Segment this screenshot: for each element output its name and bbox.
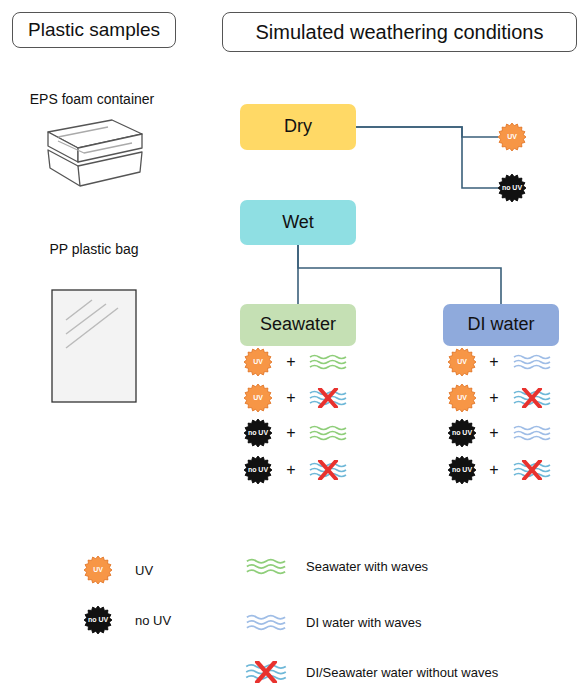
legend-text: no UV (135, 613, 171, 628)
legend-symbol-text: UV (93, 566, 103, 574)
legend-samples (84, 556, 286, 682)
uv-symbol: UV (244, 348, 272, 376)
condition-box: Wet (240, 200, 356, 245)
plus-sign: + (286, 461, 295, 479)
no-uv-symbol: no UV (244, 419, 272, 447)
connector (356, 127, 498, 188)
sample-label: PP plastic bag (49, 242, 138, 257)
no-uv-symbol: no UV (448, 419, 476, 447)
no-uv-symbol: no UV (244, 456, 272, 484)
legend-text: DI/Seawater water without waves (306, 665, 498, 680)
connector (298, 245, 501, 304)
uv-symbol: UV (448, 384, 476, 412)
uv-symbol: UV (498, 123, 526, 151)
condition-box: Dry (240, 104, 356, 150)
uv-symbol: UV (448, 348, 476, 376)
legend-text: DI water with waves (306, 615, 422, 630)
plus-sign: + (286, 389, 295, 407)
heading-box: Plastic samples (12, 12, 176, 48)
heading-box: Simulated weathering conditions (222, 12, 577, 52)
node-text: Simulated weathering conditions (256, 21, 544, 43)
legend-text: UV (135, 563, 153, 578)
water-icons (310, 356, 550, 480)
plus-sign: + (489, 353, 498, 371)
node-text: UV (253, 358, 263, 366)
legend-text: Seawater with waves (306, 559, 428, 574)
node-text: UV (507, 133, 517, 141)
plastic-bag (52, 290, 136, 402)
node-text: no UV (452, 466, 472, 474)
foam-container (48, 120, 142, 186)
node-text: Seawater (260, 315, 336, 335)
condition-box: DI water (443, 304, 559, 346)
node-text: Dry (284, 117, 312, 137)
sample-label: EPS foam container (30, 92, 155, 107)
node-text: no UV (248, 429, 268, 437)
condition-box: Seawater (240, 304, 356, 346)
node-text: Wet (282, 213, 314, 233)
connector (356, 127, 498, 137)
no-uv-symbol: no UV (448, 456, 476, 484)
node-text: DI water (467, 315, 534, 335)
plus-sign: + (489, 424, 498, 442)
node-text: no UV (452, 429, 472, 437)
node-text: UV (457, 394, 467, 402)
plus-sign: + (286, 353, 295, 371)
no-uv-symbol: no UV (498, 174, 526, 202)
node-text: UV (457, 358, 467, 366)
plus-sign: + (286, 424, 295, 442)
plus-sign: + (489, 461, 498, 479)
plus-sign: + (489, 389, 498, 407)
node-text: Plastic samples (28, 20, 160, 41)
node-text: no UV (502, 184, 522, 192)
uv-symbol: UV (244, 384, 272, 412)
node-text: no UV (248, 466, 268, 474)
legend-symbol-text: no UV (88, 616, 108, 624)
node-text: UV (253, 394, 263, 402)
